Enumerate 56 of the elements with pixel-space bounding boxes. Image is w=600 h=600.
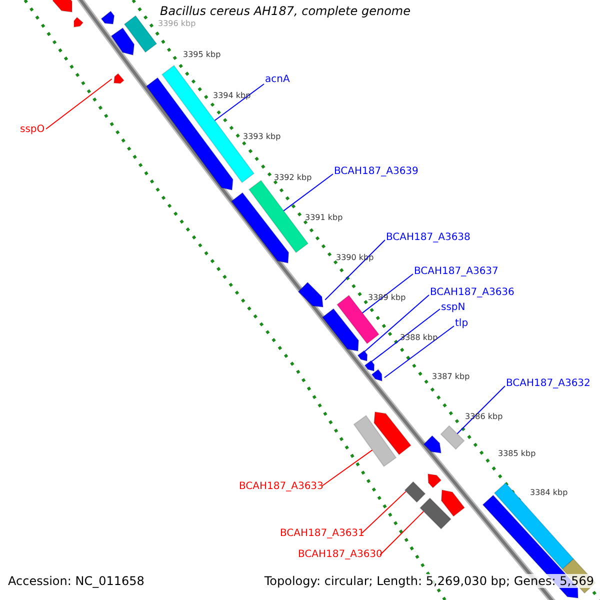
gene-label: BCAH187_A3630: [298, 549, 382, 561]
tick-label: 3392 kbp: [274, 173, 312, 183]
gene-block: [374, 411, 412, 456]
gene-block: [100, 10, 115, 25]
gene-bar: [404, 481, 426, 503]
gene-bar: [124, 15, 158, 53]
map-title: Bacillus cereus AH187, complete genome: [160, 4, 410, 18]
gene-block: [110, 27, 135, 56]
gene-label: BCAH187_A3637: [414, 266, 498, 278]
gene-block: [427, 473, 442, 488]
gene-block: [322, 308, 359, 352]
gene-block: [74, 16, 84, 28]
gene-bar: [419, 497, 452, 530]
gene-block: [113, 72, 125, 84]
gene-block: [52, 0, 72, 13]
gene-label: BCAH187_A3638: [386, 232, 470, 244]
leader-line: [384, 326, 454, 378]
gene-label: acnA: [265, 74, 290, 86]
leader-line: [456, 386, 506, 434]
gene-bar: [353, 414, 397, 468]
gene-label: tlp: [455, 318, 468, 330]
gene-label: sspO: [20, 124, 45, 136]
gene-label: sspN: [441, 302, 466, 314]
gene-bar: [494, 482, 574, 570]
leader-line: [322, 450, 373, 486]
accession-text: Accession: NC_011658: [8, 574, 144, 588]
gene-bar: [440, 425, 465, 450]
leader-line: [371, 308, 440, 362]
leader-line: [380, 510, 424, 556]
tick-label: 3391 kbp: [305, 213, 343, 223]
leader-line: [362, 274, 414, 314]
gene-block: [230, 192, 290, 264]
tick-label: 3387 kbp: [432, 372, 470, 382]
tick-label: 3385 kbp: [498, 449, 536, 459]
gene-block: [357, 350, 368, 362]
gene-label: BCAH187_A3639: [334, 166, 418, 178]
gene-block: [298, 282, 324, 308]
tick-label: 3393 kbp: [243, 132, 281, 142]
gene-block: [146, 77, 234, 191]
leader-line: [283, 174, 334, 212]
gene-label: BCAH187_A3631: [280, 528, 364, 540]
gene-block: [423, 435, 442, 454]
leader-line: [324, 240, 386, 300]
gene-block: [440, 489, 466, 517]
leader-line: [364, 294, 430, 352]
gene-block: [371, 368, 383, 382]
genome-info-text: Topology: circular; Length: 5,269,030 bp; Genes: 5,569: [262, 574, 596, 588]
gene-label: BCAH187_A3632: [506, 378, 590, 390]
tick-label: 3395 kbp: [183, 50, 221, 60]
leader-line: [362, 490, 406, 534]
leader-line: [46, 78, 112, 130]
gene-label: BCAH187_A3633: [239, 481, 324, 493]
gene-block: [364, 360, 375, 372]
gene-label: BCAH187_A3636: [430, 287, 514, 299]
leader-line: [214, 84, 264, 121]
tick-label: 3384 kbp: [530, 488, 568, 498]
